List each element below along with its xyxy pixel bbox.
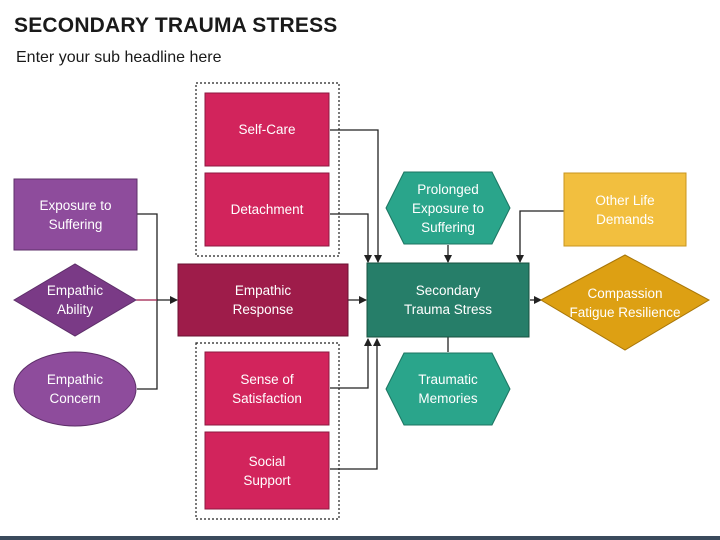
footer-bar xyxy=(0,536,720,540)
connector-concern xyxy=(137,300,158,390)
connector-exposure xyxy=(137,213,158,300)
bottom-group-frame xyxy=(195,342,340,520)
node-selfcare xyxy=(204,92,330,167)
node-sts xyxy=(366,262,530,338)
top-group-frame xyxy=(195,82,340,257)
node-concern xyxy=(13,351,137,427)
node-otherlife xyxy=(563,172,687,247)
node-detachment xyxy=(204,172,330,247)
node-memories xyxy=(385,352,511,426)
arrow-satisfaction-to-sts xyxy=(330,338,372,389)
node-compassion xyxy=(539,254,711,351)
connectors xyxy=(136,129,564,470)
arrow-social-to-sts xyxy=(330,338,381,470)
node-response xyxy=(177,263,349,337)
node-social xyxy=(204,431,330,510)
node-prolonged xyxy=(385,171,511,245)
arrow-otherlife-to-sts xyxy=(516,210,564,263)
node-ability xyxy=(13,263,137,337)
arrow-detachment-to-sts xyxy=(330,213,372,263)
page-subtitle: Enter your sub headline here xyxy=(16,49,222,66)
page-title: SECONDARY TRAUMA STRESS xyxy=(14,14,338,37)
arrow-selfcare-to-sts xyxy=(330,129,382,263)
node-satisfaction xyxy=(204,351,330,426)
node-exposure xyxy=(13,178,138,251)
